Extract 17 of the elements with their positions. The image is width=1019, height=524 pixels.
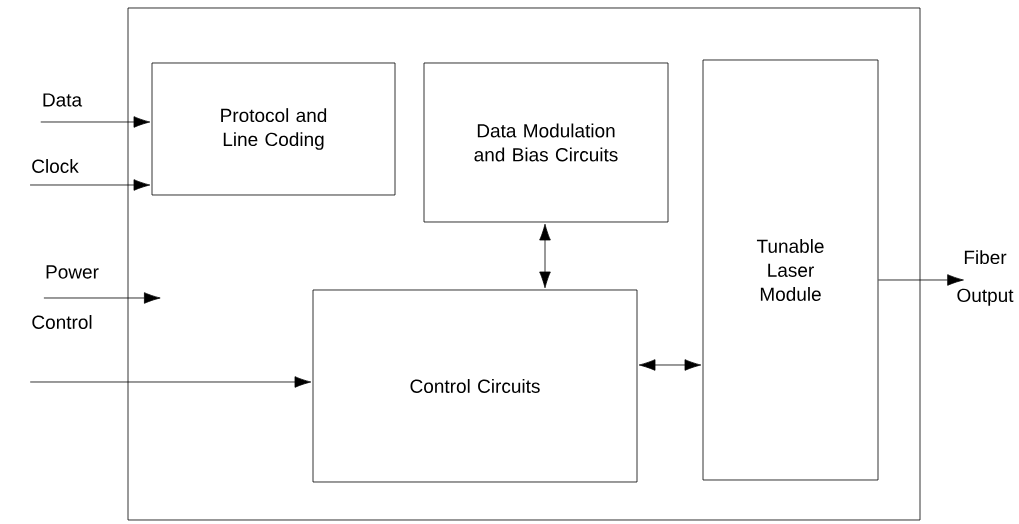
signal-label: Clock <box>32 159 79 173</box>
arrow <box>878 274 964 286</box>
block-box: Control Circuits <box>312 289 638 483</box>
block-box: Data Modulation and Bias Circuits <box>423 62 669 223</box>
signal-label: Fiber Output <box>957 250 1014 306</box>
arrow <box>43 292 161 304</box>
arrow <box>29 179 151 191</box>
signal-label: Data <box>43 93 83 107</box>
arrow <box>539 223 551 289</box>
arrow <box>29 376 312 388</box>
arrow <box>638 359 702 371</box>
block-box: Protocol and Line Coding <box>151 62 396 196</box>
module-frame <box>127 7 921 521</box>
arrow <box>40 116 151 128</box>
signal-label: Control <box>32 315 92 329</box>
signal-label: Power <box>46 265 99 279</box>
block-box: Tunable Laser Module <box>702 59 879 481</box>
